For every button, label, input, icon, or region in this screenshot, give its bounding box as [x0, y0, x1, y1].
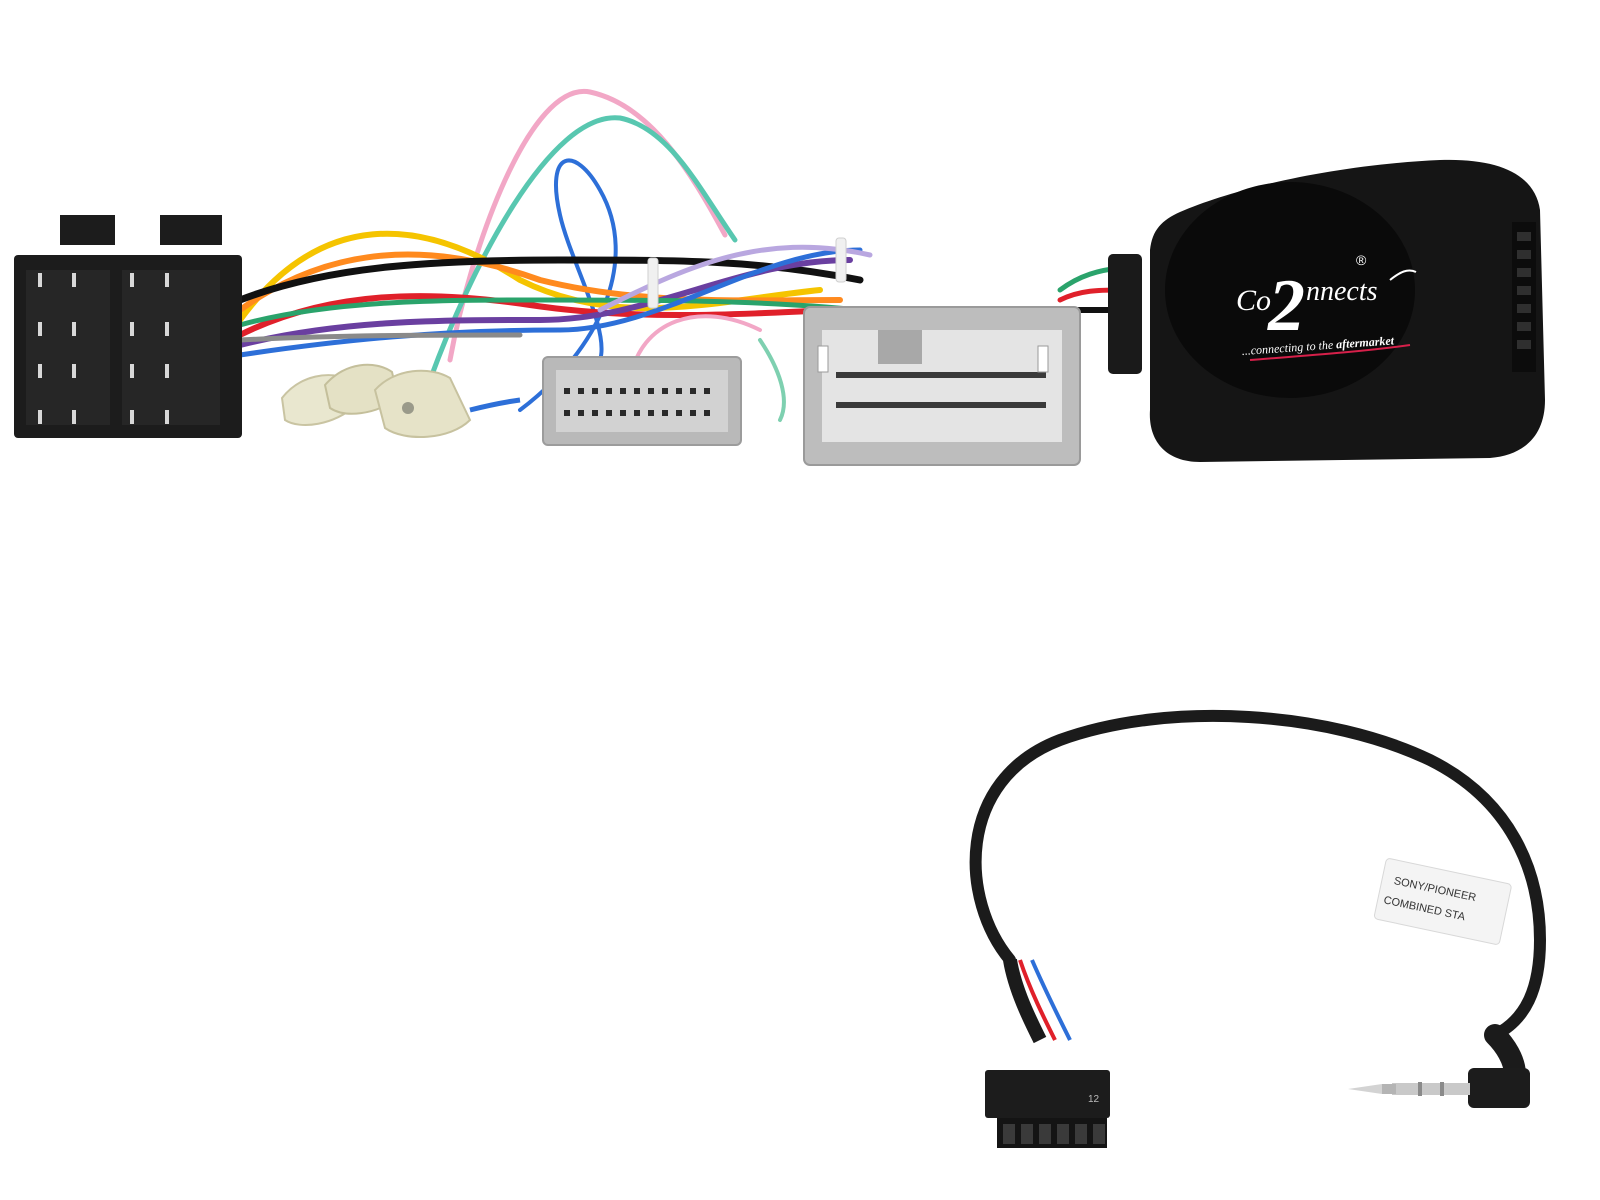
iso-connector-pair — [14, 215, 242, 438]
iso-pins — [38, 273, 169, 424]
wire-red — [237, 293, 833, 338]
cable-tie — [647, 257, 659, 309]
wire-green — [237, 297, 863, 328]
wire-teal-loop — [427, 115, 738, 383]
logo-swoosh — [1389, 269, 1417, 281]
spade-terminal-blue-sleeve — [469, 397, 521, 413]
connects2-logo: Co 2 nnects ® ...connecting to the after… — [1236, 252, 1417, 361]
module-cable-gland — [1108, 254, 1142, 374]
patch-lead: SONY/PIONEER COMBINED STA 12 — [969, 709, 1547, 1148]
wire-blue — [237, 247, 863, 358]
logo-brand-digit: 2 — [1267, 265, 1305, 347]
tagline-underline — [1249, 344, 1411, 361]
cable-tie — [835, 237, 847, 283]
cable-label: SONY/PIONEER COMBINED STA — [1373, 858, 1512, 945]
logo-registered-mark: ® — [1356, 252, 1367, 268]
wire-grey — [237, 332, 523, 343]
interface-module: Co 2 nnects ® ...connecting to the after… — [1108, 159, 1545, 462]
tagline-prefix: ...connecting to the — [1241, 337, 1336, 358]
connector-pin-number: 12 — [1088, 1094, 1100, 1105]
logo-brand-left: Co — [1236, 284, 1271, 317]
iso-connector-right — [110, 215, 242, 438]
logo-disc — [1165, 182, 1415, 398]
wire-white-purple — [597, 244, 873, 313]
patch-jack-plug — [1348, 1024, 1530, 1108]
patch-cable — [969, 709, 1547, 1041]
wire-blue-loop — [518, 158, 618, 412]
tagline-emphasis: aftermarket — [1336, 333, 1395, 351]
logo-tagline: ...connecting to the aftermarket — [1241, 333, 1395, 358]
logo-brand-right: nnects — [1306, 276, 1378, 307]
iso-connector-left — [14, 215, 126, 438]
module-side-port — [1512, 222, 1536, 372]
spade-terminals — [280, 363, 521, 438]
wire-light-green — [758, 338, 786, 422]
vehicle-connector-large — [803, 306, 1081, 466]
wire-bundle — [236, 89, 1123, 422]
patch-multipin-connector: 12 — [985, 958, 1110, 1148]
vehicle-connector-small — [542, 356, 742, 446]
spade-terminal — [373, 369, 472, 438]
